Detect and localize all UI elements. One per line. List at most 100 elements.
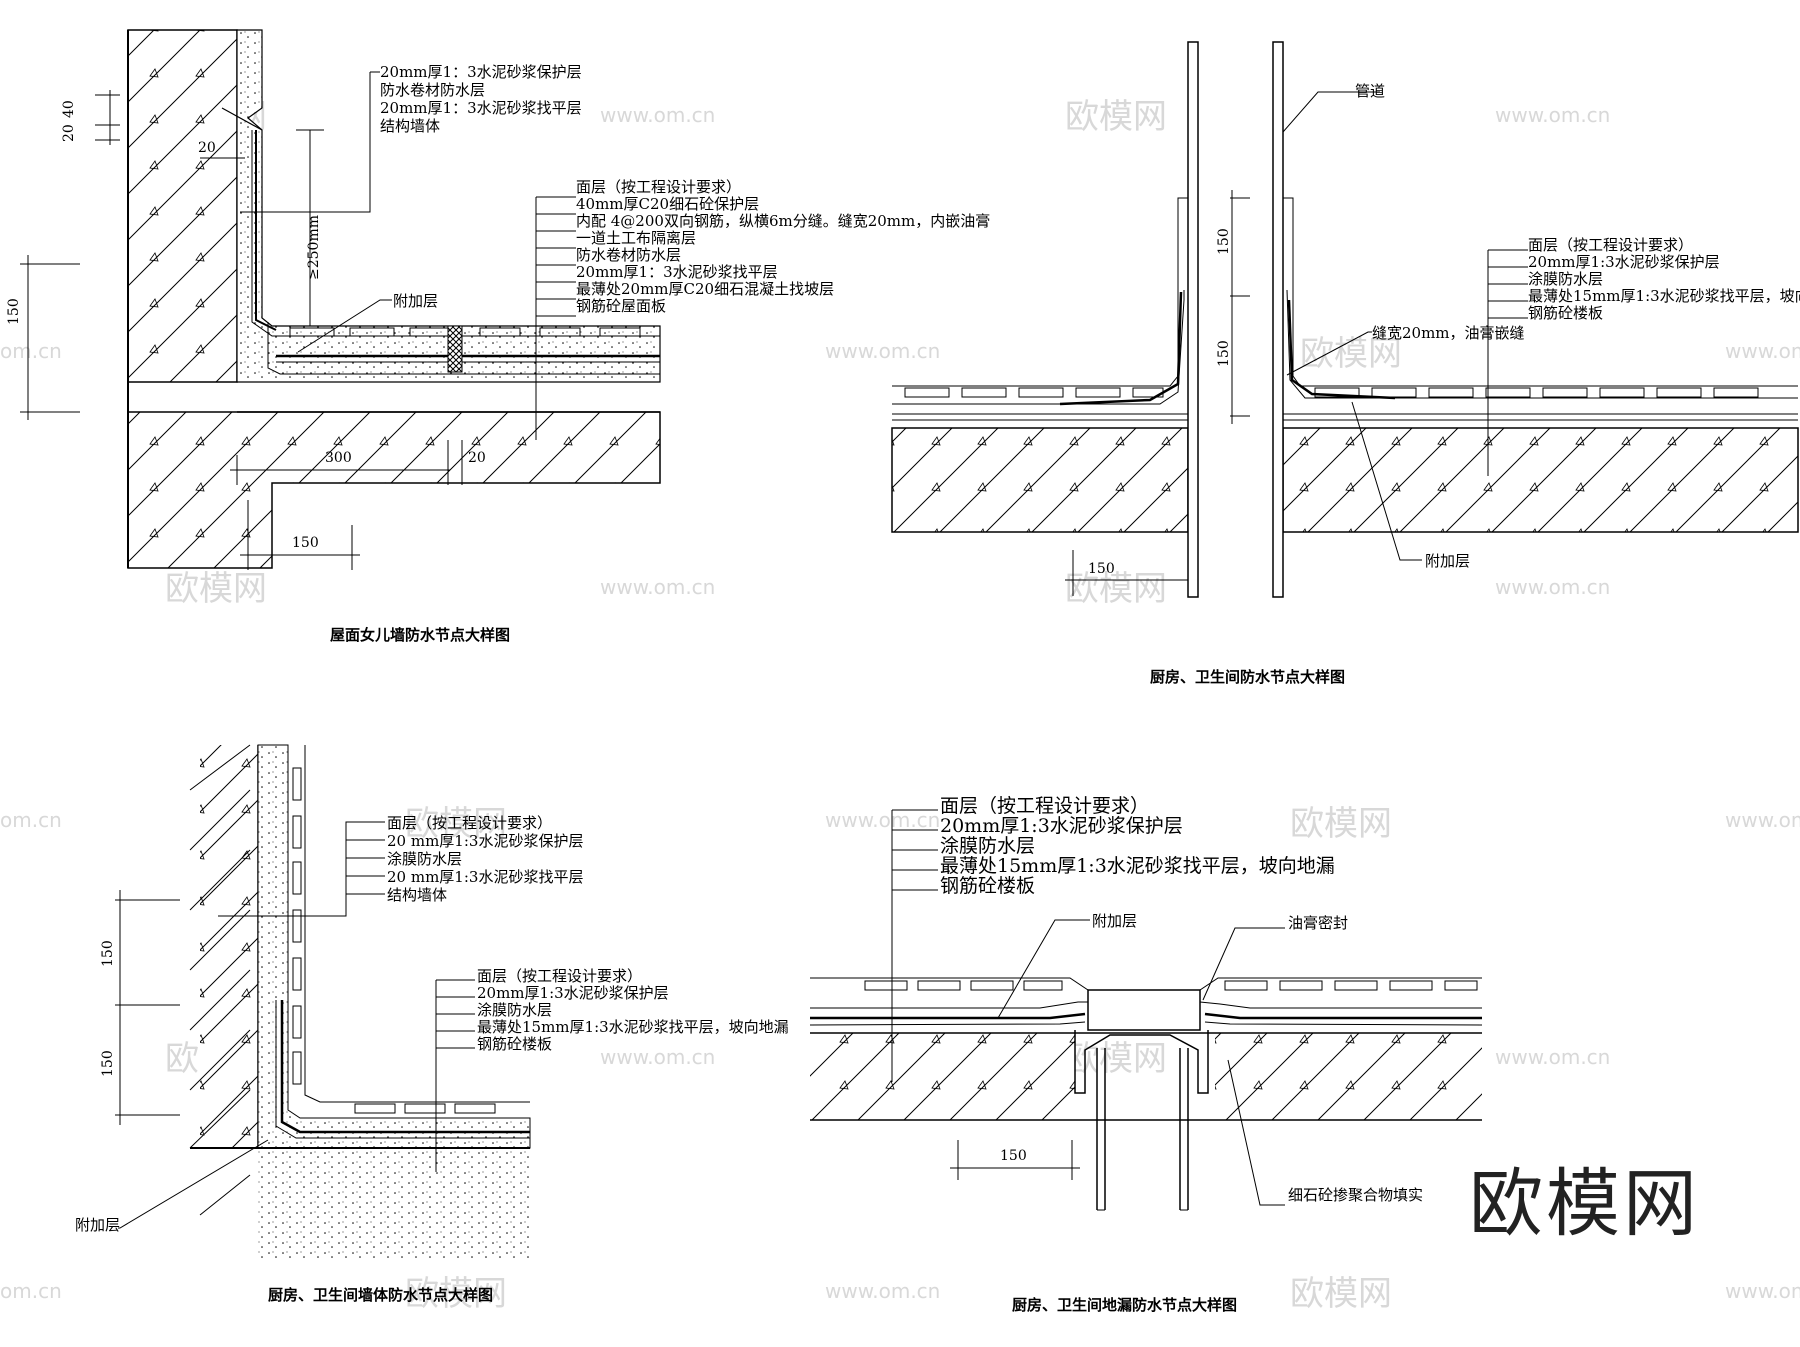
watermark-url: www.om.cn <box>1725 1279 1800 1303</box>
parapet-roof-layer-5: 防水卷材防水层 <box>576 246 681 264</box>
parapet-roof-layer-4: 一道土工布隔离层 <box>576 229 696 247</box>
pipe-title: 厨房、卫生间防水节点大样图 <box>1150 668 1345 686</box>
pipe-layer-1: 面层（按工程设计要求） <box>1528 236 1693 254</box>
watermark-brand: 欧模网 <box>165 569 267 609</box>
watermark-brand: 欧模网 <box>1065 1039 1167 1079</box>
detail-parapet: 20mm厚1：3水泥砂浆保护层 防水卷材防水层 20mm厚1：3水泥砂浆找平层 … <box>6 29 990 644</box>
parapet-wall-layer-2: 防水卷材防水层 <box>380 81 485 99</box>
watermark-url: www.om.cn <box>600 1045 715 1069</box>
watermark-url: www.om.cn <box>1725 808 1800 832</box>
wall-vert-layer-1: 面层（按工程设计要求） <box>387 814 552 832</box>
drain-layer-2: 20mm厚1:3水泥砂浆保护层 <box>940 815 1183 837</box>
drain-fill-label: 细石砼掺聚合物填实 <box>1288 1186 1423 1204</box>
parapet-dim-150-side: 150 <box>6 298 22 325</box>
pipe-dimensions <box>1065 190 1250 596</box>
drain-layer-3: 涂膜防水层 <box>940 835 1035 857</box>
drain-dimensions <box>950 1140 1080 1180</box>
watermarks: 欧模网 www.om.cn 欧模网 www.om.cn om.cn 欧模网 ww… <box>0 97 1800 1314</box>
brand-logo: 欧模网 <box>1469 1161 1700 1247</box>
wall-extra-layer: 附加层 <box>75 1216 120 1234</box>
watermark-fragment: om.cn <box>0 1279 62 1303</box>
parapet-expansion-joint <box>447 325 463 373</box>
parapet-wall-layer-1: 20mm厚1：3水泥砂浆保护层 <box>380 63 582 81</box>
detail-drain: 面层（按工程设计要求） 20mm厚1:3水泥砂浆保护层 涂膜防水层 最薄处15m… <box>809 795 1483 1314</box>
watermark-url: www.om.cn <box>1495 575 1610 599</box>
parapet-roof-layer-7: 最薄处20mm厚C20细石混凝土找坡层 <box>576 280 834 298</box>
wall-floor-labels: 面层（按工程设计要求） 20mm厚1:3水泥砂浆保护层 涂膜防水层 最薄处15m… <box>477 967 789 1053</box>
pipe-surface-tiles <box>904 387 1759 398</box>
parapet-wall-layer-3: 20mm厚1：3水泥砂浆找平层 <box>380 99 582 117</box>
watermark-url: www.om.cn <box>600 575 715 599</box>
watermark-url: www.om.cn <box>825 1279 940 1303</box>
wall-floor-layer-3: 涂膜防水层 <box>477 1001 552 1019</box>
watermark-brand: 欧模网 <box>1290 804 1392 844</box>
wall-dimensions <box>115 890 180 1125</box>
pipe-label: 管道 <box>1355 82 1385 100</box>
wall-floor-layer-5: 钢筋砼楼板 <box>477 1035 552 1053</box>
watermark-url: www.om.cn <box>825 808 940 832</box>
parapet-dim-40: 40 <box>61 100 77 118</box>
watermark-brand: 欧模网 <box>1065 569 1167 609</box>
pipe-layer-5: 钢筋砼楼板 <box>1528 304 1603 322</box>
parapet-structural-wall <box>127 29 238 383</box>
pipe-dim-150-a: 150 <box>1216 228 1232 255</box>
parapet-roof-layer-1: 面层（按工程设计要求） <box>576 178 741 196</box>
drain-slab-left <box>810 1033 1075 1120</box>
parapet-dim-20-step: 20 <box>198 140 216 156</box>
parapet-dim-20-joint: 20 <box>468 450 486 466</box>
watermark-fragment: om.cn <box>0 808 62 832</box>
parapet-dim-300: 300 <box>325 450 352 466</box>
pipe-slab-right <box>1282 427 1799 533</box>
watermark-url: www.om.cn <box>600 103 715 127</box>
watermark-brand: 欧模网 <box>1065 97 1167 137</box>
pipe-left-wall <box>1187 41 1199 598</box>
drain-dim-150: 150 <box>1000 1148 1027 1164</box>
drain-extra-layer: 附加层 <box>1092 912 1137 930</box>
wall-vert-layer-5: 结构墙体 <box>387 886 447 904</box>
pipe-slab-left <box>891 427 1189 533</box>
drain-surface-tiles <box>864 980 1478 991</box>
parapet-dim-labels: 20 40 20 ≥250mm 150 300 20 150 <box>6 100 486 551</box>
pipe-right-wall <box>1272 41 1284 598</box>
wall-title: 厨房、卫生间墙体防水节点大样图 <box>268 1286 493 1304</box>
parapet-dimensions <box>20 90 463 570</box>
parapet-roof-labels: 面层（按工程设计要求） 40mm厚C20细石砼保护层 内配 4@200双向钢筋，… <box>576 178 990 315</box>
wall-floor-layer-4: 最薄处15mm厚1:3水泥砂浆找平层，坡向地漏 <box>477 1018 789 1036</box>
wall-vertical-labels: 面层（按工程设计要求） 20 mm厚1:3水泥砂浆保护层 涂膜防水层 20 mm… <box>387 814 583 904</box>
pipe-layer-labels: 面层（按工程设计要求） 20mm厚1:3水泥砂浆保护层 涂膜防水层 最薄处15m… <box>1528 236 1800 322</box>
parapet-dim-150-bottom: 150 <box>292 535 319 551</box>
pipe-layer-3: 涂膜防水层 <box>1528 270 1603 288</box>
detail-pipe: 管道 面层（按工程设计要求） 20mm厚1:3水泥砂浆保护层 涂膜防水层 最薄处… <box>891 41 1800 686</box>
wall-tiles <box>292 767 496 1114</box>
wall-vert-layer-3: 涂膜防水层 <box>387 850 462 868</box>
drain-layer-5: 钢筋砼楼板 <box>940 875 1035 897</box>
pipe-dim-150-bottom: 150 <box>1088 561 1115 577</box>
parapet-roof-layer-2: 40mm厚C20细石砼保护层 <box>576 195 759 213</box>
pipe-layer-4: 最薄处15mm厚1:3水泥砂浆找平层，坡向地漏 <box>1528 287 1800 305</box>
parapet-wall-layer-4: 结构墙体 <box>380 117 440 135</box>
wall-dim-150-a: 150 <box>100 940 116 967</box>
watermark-brand: 欧模网 <box>405 1274 507 1314</box>
watermark-url: www.om.cn <box>1495 103 1610 127</box>
detail-wall: 面层（按工程设计要求） 20 mm厚1:3水泥砂浆保护层 涂膜防水层 20 mm… <box>75 744 789 1304</box>
parapet-wall-labels: 20mm厚1：3水泥砂浆保护层 防水卷材防水层 20mm厚1：3水泥砂浆找平层 … <box>380 63 582 135</box>
parapet-dim-250: ≥250mm <box>306 215 322 280</box>
wall-dim-150-b: 150 <box>100 1050 116 1077</box>
parapet-roof-layer-6: 20mm厚1：3水泥砂浆找平层 <box>576 263 778 281</box>
pipe-joint-label: 缝宽20mm，油膏嵌缝 <box>1372 324 1525 342</box>
parapet-roof-layer-3: 内配 4@200双向钢筋，纵横6m分缝。缝宽20mm，内嵌油膏 <box>576 212 990 230</box>
wall-vert-layer-2: 20 mm厚1:3水泥砂浆保护层 <box>387 832 583 850</box>
drain-layer-4: 最薄处15mm厚1:3水泥砂浆找平层，坡向地漏 <box>940 855 1335 877</box>
wall-floor-layer-1: 面层（按工程设计要求） <box>477 967 642 985</box>
pipe-dim-150-b: 150 <box>1216 340 1232 367</box>
watermark-url: www.om.cn <box>825 339 940 363</box>
drain-slab-right <box>1215 1033 1482 1120</box>
watermark-url: www.om.cn <box>1725 339 1800 363</box>
pipe-extra-layer: 附加层 <box>1425 552 1470 570</box>
drain-fixture <box>1074 989 1209 1211</box>
watermark-url: www.om.cn <box>1495 1045 1610 1069</box>
parapet-roof-slab <box>127 411 661 569</box>
wall-structural-wall <box>200 745 258 1148</box>
parapet-roof-layer-8: 钢筋砼屋面板 <box>576 297 666 315</box>
